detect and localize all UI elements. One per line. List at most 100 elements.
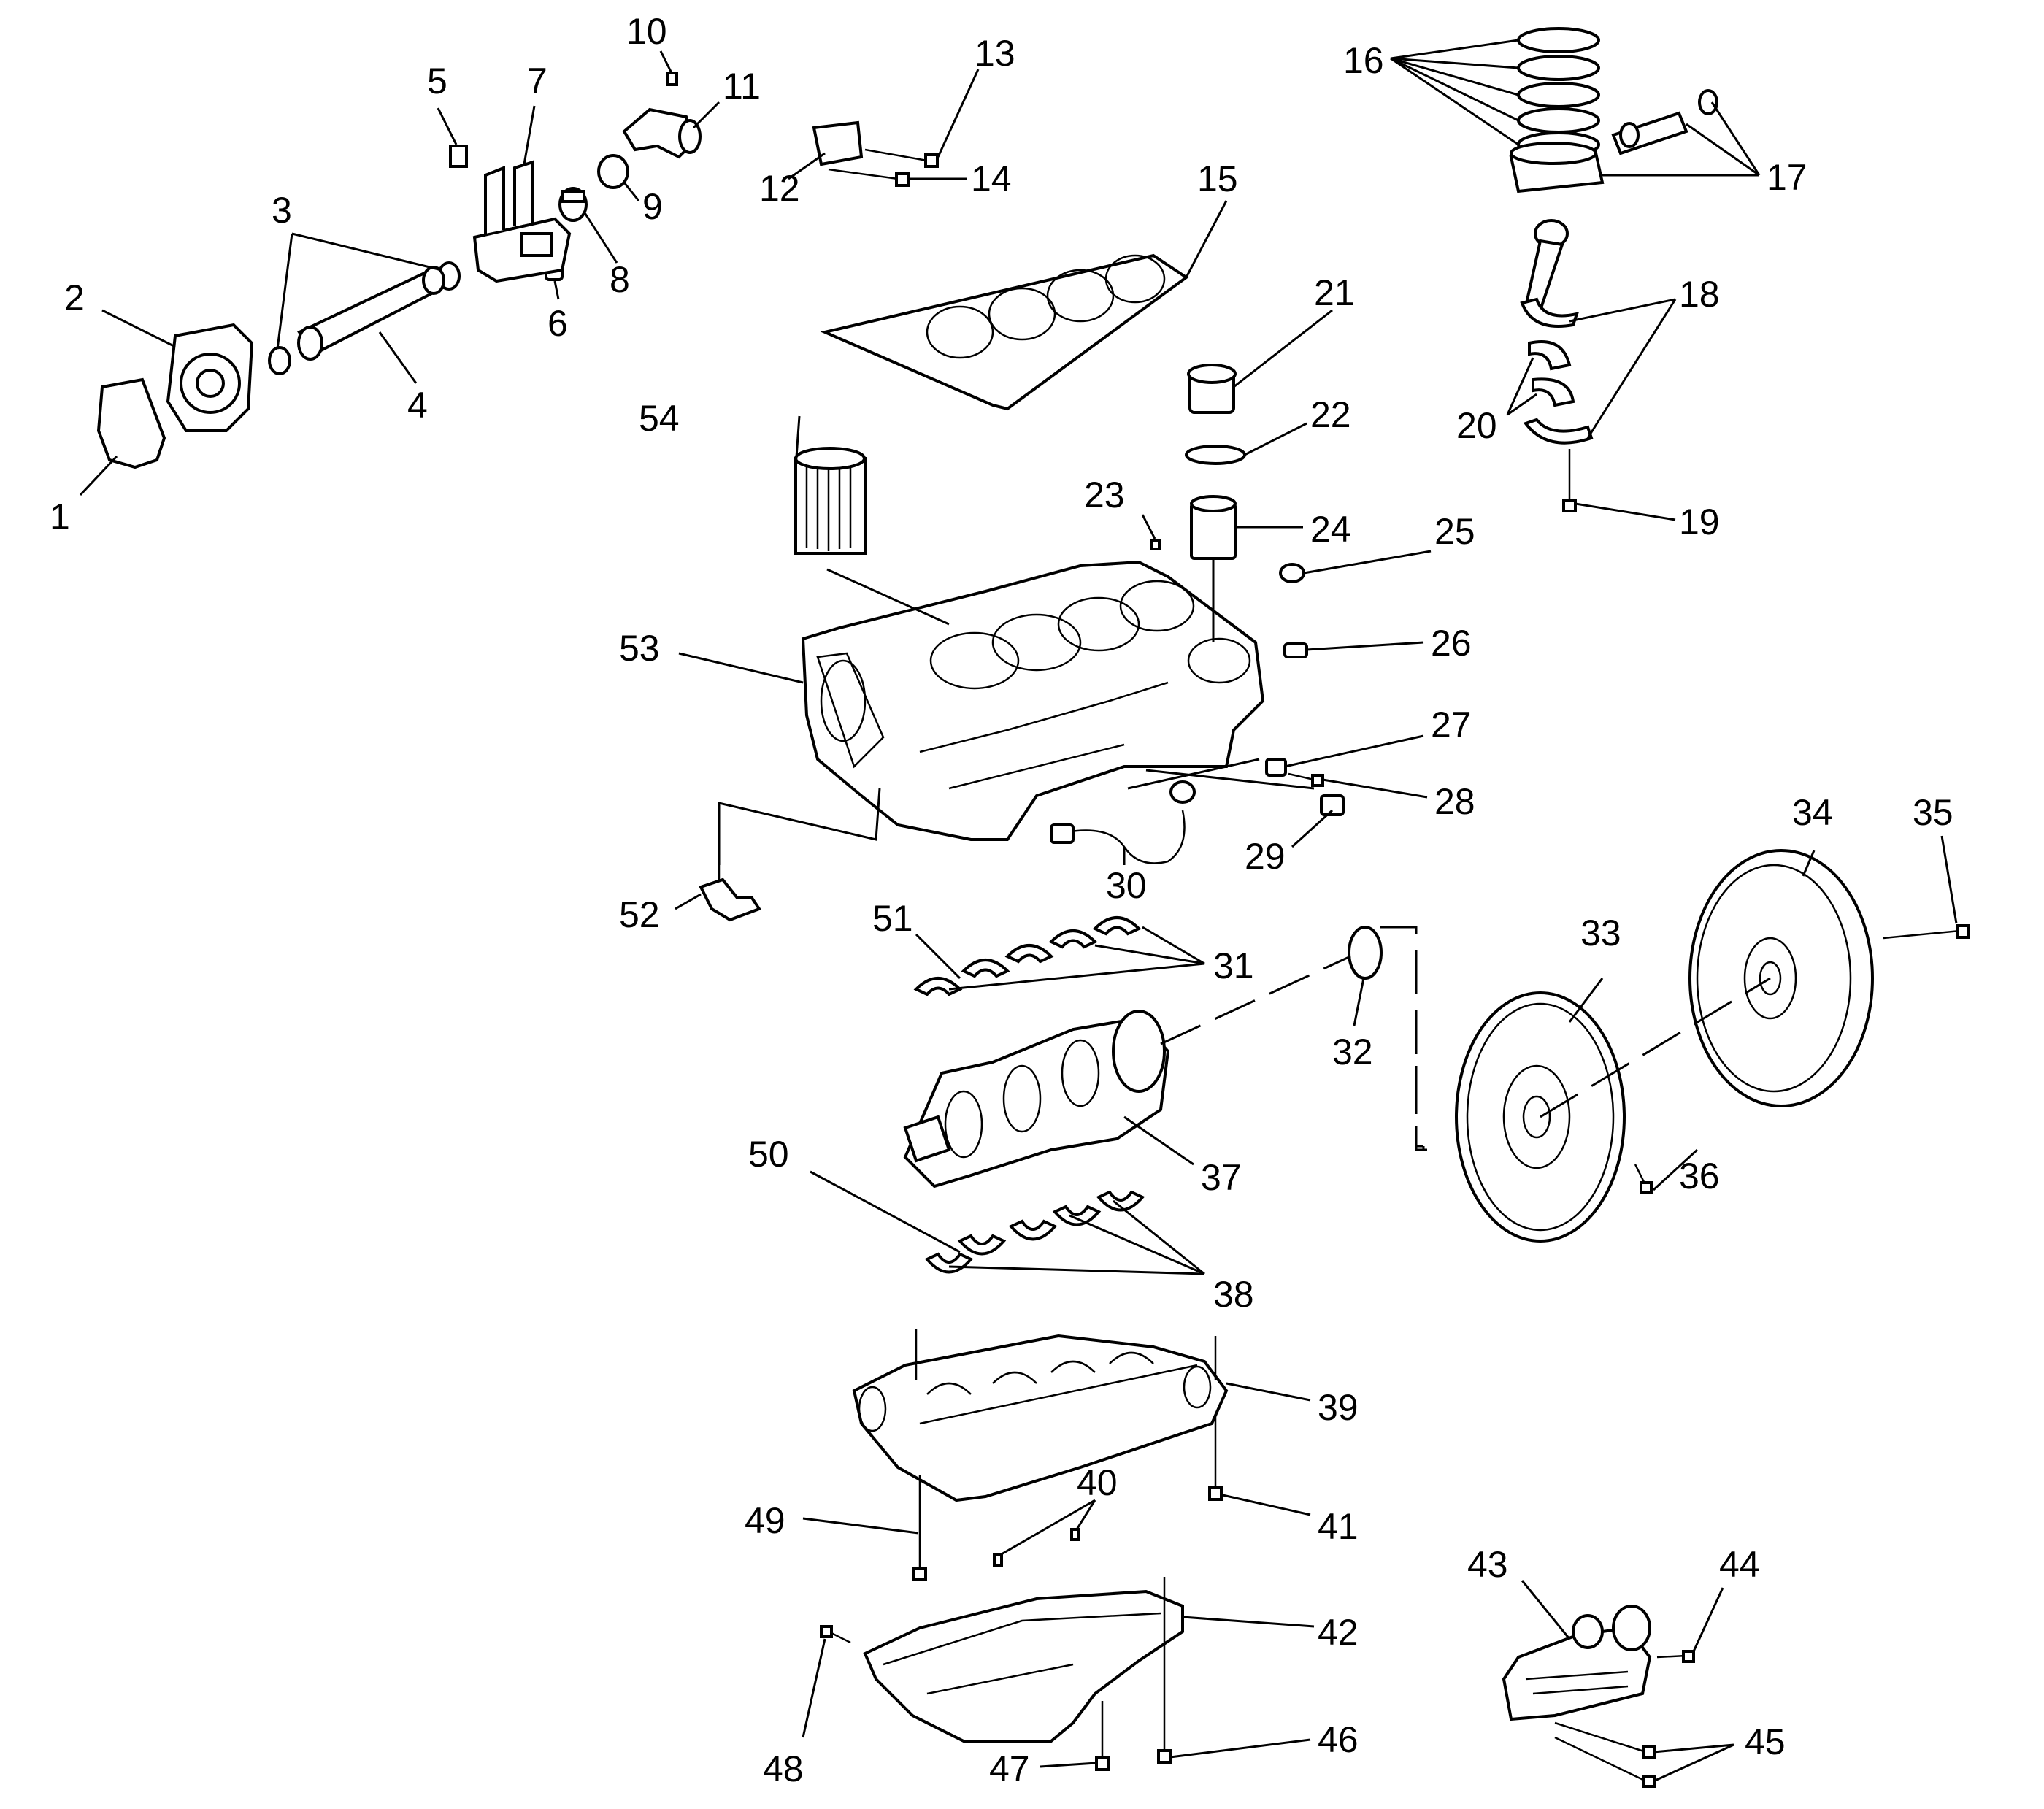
- callout-17: 17: [1767, 157, 1807, 198]
- cylinder-head-gasket: [820, 253, 1189, 411]
- callout-2: 2: [64, 277, 85, 318]
- callout-13: 13: [975, 33, 1015, 74]
- thermostat-seal: [597, 154, 629, 189]
- callout-39: 39: [1318, 1387, 1359, 1428]
- callout-1: 1: [50, 496, 70, 537]
- callout-35: 35: [1913, 792, 1953, 833]
- dowel-pin-40b: [1070, 1528, 1080, 1541]
- callout-19: 19: [1679, 502, 1720, 542]
- callout-21: 21: [1314, 272, 1355, 313]
- callout-36: 36: [1679, 1156, 1720, 1197]
- callout-23: 23: [1084, 475, 1125, 515]
- bolt-14: [828, 168, 899, 180]
- plug-26: [1283, 642, 1308, 658]
- bolt-44: [1656, 1654, 1687, 1659]
- thermostat-housing: [472, 160, 572, 283]
- callout-54: 54: [639, 398, 680, 439]
- bleed-screw: [666, 72, 678, 86]
- bolt-45b: [1554, 1736, 1647, 1783]
- connecting-rod: [1520, 219, 1594, 445]
- oil-pressure-switch: [1320, 794, 1345, 816]
- callout-20: 20: [1456, 405, 1497, 446]
- callout-42: 42: [1318, 1612, 1359, 1653]
- callout-48: 48: [763, 1748, 804, 1789]
- thermostat: [558, 187, 588, 222]
- callout-44: 44: [1719, 1544, 1760, 1585]
- oil-pan: [863, 1589, 1184, 1743]
- callout-50: 50: [748, 1134, 789, 1175]
- piston-rings: [1517, 27, 1600, 158]
- callout-18: 18: [1679, 274, 1720, 315]
- callout-49: 49: [745, 1500, 785, 1541]
- bedplate: [852, 1334, 1229, 1502]
- bolt-13: [864, 148, 928, 162]
- callout-7: 7: [527, 61, 548, 101]
- callout-26: 26: [1431, 623, 1472, 664]
- callout-34: 34: [1792, 792, 1833, 833]
- callout-47: 47: [989, 1748, 1030, 1789]
- bolt-28: [1288, 772, 1315, 781]
- oil-filter-cap: [1187, 364, 1237, 414]
- callout-43: 43: [1467, 1544, 1508, 1585]
- callout-6: 6: [548, 303, 568, 344]
- bolt-35: [1883, 929, 1961, 940]
- callout-8: 8: [610, 259, 630, 300]
- callout-14: 14: [971, 158, 1012, 199]
- callout-12: 12: [759, 168, 800, 209]
- rod-bearings: [1528, 340, 1575, 407]
- oil-filter-seal: [1185, 445, 1246, 465]
- callout-41: 41: [1318, 1506, 1359, 1547]
- oil-filter: [1190, 495, 1237, 560]
- callout-4: 4: [407, 385, 428, 426]
- water-pump-assembly: [1502, 1605, 1652, 1721]
- callout-28: 28: [1434, 781, 1475, 822]
- callout-45: 45: [1745, 1721, 1786, 1762]
- callout-27: 27: [1431, 704, 1472, 745]
- dowel-pin-23: [1150, 539, 1161, 550]
- leader-lines: [79, 39, 1958, 1783]
- coolant-outlet: [622, 107, 702, 159]
- callout-53: 53: [619, 628, 660, 669]
- coolant-pipe: [297, 266, 445, 361]
- callout-32: 32: [1332, 1032, 1373, 1072]
- oil-level-tube: [699, 861, 762, 922]
- o-ring-lower: [268, 346, 291, 375]
- callout-5: 5: [427, 61, 447, 101]
- callout-3: 3: [272, 190, 292, 231]
- callout-9: 9: [642, 186, 663, 227]
- knock-sensor: [1050, 780, 1196, 864]
- callout-38: 38: [1213, 1274, 1254, 1315]
- callout-37: 37: [1201, 1157, 1242, 1198]
- dowel-pin-40a: [993, 1553, 1003, 1567]
- lower-main-bearings: [924, 1190, 1145, 1274]
- upper-main-bearings: [913, 916, 1142, 996]
- torque-converter: [1688, 849, 1874, 1107]
- rear-main-seal: [1348, 926, 1383, 980]
- water-pump: [166, 323, 254, 432]
- bolt-45a: [1554, 1721, 1647, 1754]
- callout-16: 16: [1343, 40, 1384, 81]
- callout-25: 25: [1434, 511, 1475, 552]
- callout-24: 24: [1310, 509, 1351, 550]
- callout-31: 31: [1213, 945, 1254, 986]
- callout-labels: 1 2 3 4 5 6 7 8 9 10 11 12 13 14 15 16 1…: [50, 11, 1953, 1789]
- callout-52: 52: [619, 894, 660, 935]
- callout-11: 11: [723, 66, 761, 107]
- callout-46: 46: [1318, 1719, 1359, 1760]
- callout-15: 15: [1197, 158, 1238, 199]
- piston-assembly: [1509, 89, 1718, 193]
- callout-51: 51: [872, 898, 913, 939]
- callout-40: 40: [1077, 1462, 1118, 1503]
- temperature-sensor: [449, 145, 468, 168]
- callout-33: 33: [1580, 913, 1621, 953]
- callout-10: 10: [626, 11, 667, 52]
- callout-30: 30: [1106, 865, 1147, 906]
- water-pump-gasket: [96, 377, 166, 469]
- callout-29: 29: [1245, 836, 1286, 877]
- plug-27: [1265, 758, 1287, 777]
- bracket: [812, 120, 864, 166]
- cylinder-liner: [794, 447, 867, 555]
- callout-22: 22: [1310, 394, 1351, 435]
- crankshaft: [903, 1010, 1170, 1188]
